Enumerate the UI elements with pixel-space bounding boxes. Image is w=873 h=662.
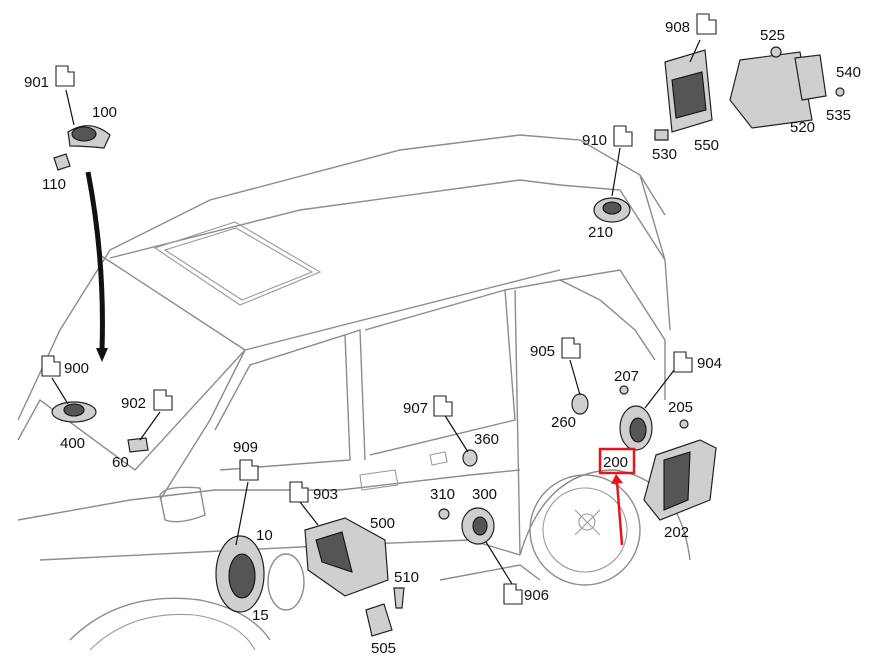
part-260-tweeter: [571, 393, 589, 415]
callout-540: 540: [836, 64, 861, 81]
callout-902: 902: [121, 395, 146, 412]
highlight-box-200: [598, 447, 636, 475]
callout-535: 535: [826, 107, 851, 124]
part-300-speaker: [461, 507, 495, 545]
callout-500: 500: [370, 515, 395, 532]
direction-arrowhead: [96, 348, 108, 362]
highlight-arrow: [615, 481, 624, 546]
part-400-speaker: [51, 401, 97, 423]
part-500-amplifier: [304, 517, 389, 597]
callout-520: 520: [790, 119, 815, 136]
part-10-speaker: [215, 535, 265, 613]
callout-400: 400: [60, 435, 85, 452]
direction-arrow: [85, 171, 105, 351]
callout-530: 530: [652, 146, 677, 163]
callout-10: 10: [256, 527, 273, 544]
callout-200: 200: [603, 454, 628, 471]
highlight-arrowhead: [611, 474, 623, 484]
callout-907: 907: [403, 400, 428, 417]
part-530-screw: [654, 129, 669, 141]
part-505-bracket: [365, 603, 393, 637]
callout-15: 15: [252, 607, 269, 624]
callout-903: 903: [313, 486, 338, 503]
callout-901: 901: [24, 74, 49, 91]
callout-906: 906: [524, 587, 549, 604]
callout-100: 100: [92, 104, 117, 121]
callout-310: 310: [430, 486, 455, 503]
part-207-nut: [619, 385, 629, 395]
callout-909: 909: [233, 439, 258, 456]
part-360-tweeter: [462, 449, 478, 467]
part-310-clip: [438, 508, 450, 520]
callout-tags: [41, 13, 717, 605]
part-535-screw: [835, 87, 845, 97]
callout-205: 205: [668, 399, 693, 416]
part-110-clip: [53, 153, 71, 171]
callout-900: 900: [64, 360, 89, 377]
vehicle-outline: [17, 134, 691, 651]
callout-300: 300: [472, 486, 497, 503]
callout-525: 525: [760, 27, 785, 44]
callout-202: 202: [664, 524, 689, 541]
leader-lines: [51, 39, 701, 585]
callout-207: 207: [614, 368, 639, 385]
callout-260: 260: [551, 414, 576, 431]
callout-110: 110: [42, 176, 66, 193]
part-205-screw: [679, 419, 689, 429]
callout-510: 510: [394, 569, 419, 586]
part-100-tweeter: [67, 125, 111, 149]
part-550-amplifier: [664, 49, 713, 133]
part-525-nut: [770, 46, 782, 58]
part-60-bracket: [127, 437, 149, 453]
callout-910: 910: [582, 132, 607, 149]
callout-905: 905: [530, 343, 555, 360]
part-15-cover: [267, 553, 305, 611]
part-210-speaker: [593, 197, 631, 223]
callout-210: 210: [588, 224, 613, 241]
part-520-bracket: [729, 51, 827, 129]
callout-360: 360: [474, 431, 499, 448]
part-202-bracket: [643, 439, 717, 521]
callout-60: 60: [112, 454, 129, 471]
callout-550: 550: [694, 137, 719, 154]
callout-labels: 901 100 110 908 525 540 520 535 910 530 …: [24, 19, 861, 657]
part-200-speaker: [619, 405, 653, 451]
callout-904: 904: [697, 355, 722, 372]
callout-908: 908: [665, 19, 690, 36]
callout-505: 505: [371, 640, 396, 657]
part-510-screw: [393, 587, 405, 609]
